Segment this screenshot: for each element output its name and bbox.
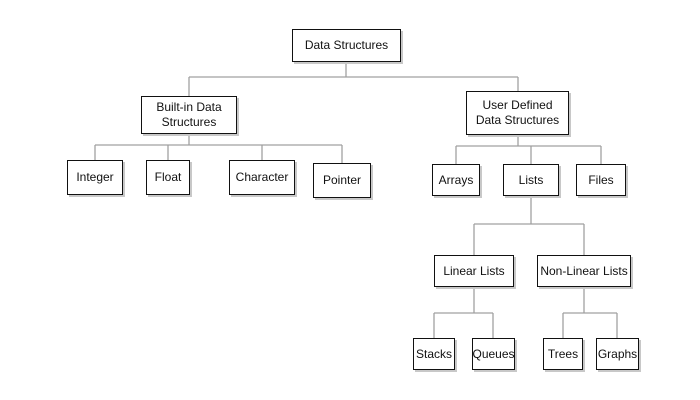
node-character: Character xyxy=(229,160,295,195)
node-arrays: Arrays xyxy=(432,164,480,196)
node-user-defined-data-structures: User Defined Data Structures xyxy=(466,91,569,135)
node-non-linear-lists: Non-Linear Lists xyxy=(537,255,631,287)
node-integer: Integer xyxy=(67,160,123,195)
node-queues: Queues xyxy=(472,338,515,370)
node-trees: Trees xyxy=(543,338,583,370)
node-stacks: Stacks xyxy=(413,338,455,370)
node-lists: Lists xyxy=(503,164,559,196)
node-float: Float xyxy=(146,160,190,195)
node-data-structures: Data Structures xyxy=(292,29,401,62)
node-files: Files xyxy=(576,164,626,196)
node-built-in-data-structures: Built-in Data Structures xyxy=(141,96,237,134)
node-graphs: Graphs xyxy=(596,338,639,370)
node-linear-lists: Linear Lists xyxy=(434,255,514,287)
node-pointer: Pointer xyxy=(313,163,371,198)
